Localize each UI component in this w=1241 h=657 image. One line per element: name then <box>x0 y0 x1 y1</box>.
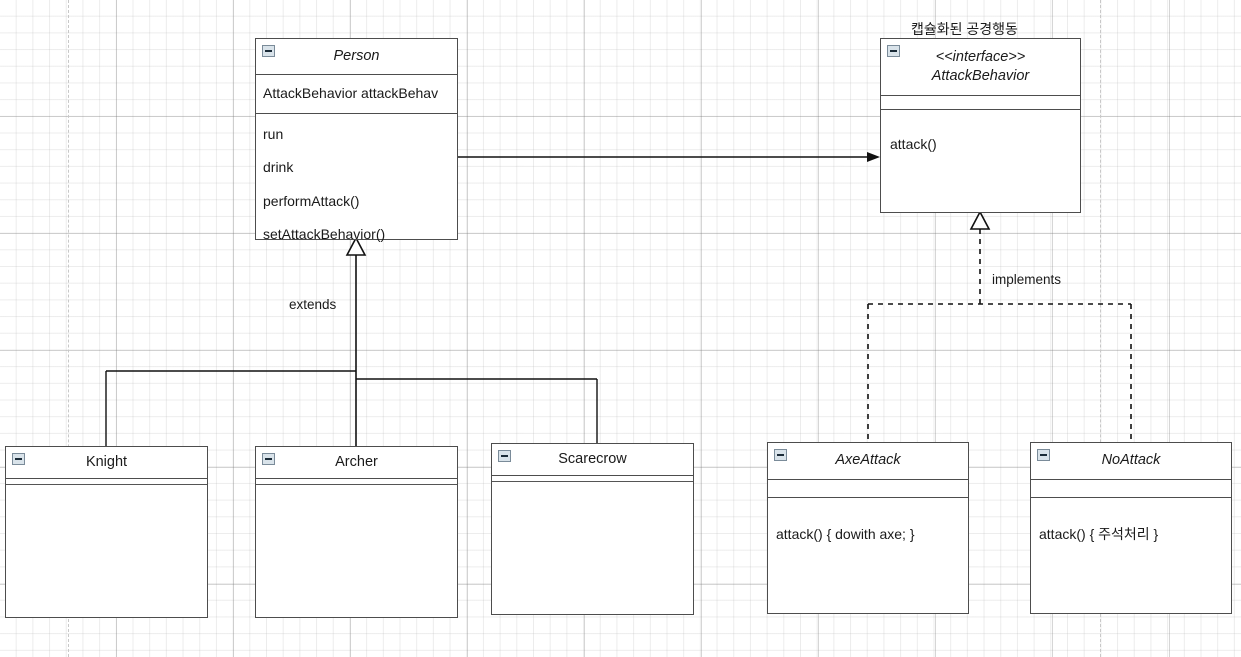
methods-compartment-axe-attack: attack() { dowith axe; } <box>768 498 968 548</box>
method-row: attack() { 주석처리 } <box>1039 526 1159 542</box>
collapse-icon[interactable] <box>262 453 275 465</box>
compartment-divider <box>768 479 968 480</box>
collapse-icon[interactable] <box>12 453 25 465</box>
method-row: drink <box>263 159 294 175</box>
compartment-divider <box>881 95 1080 96</box>
attribute-row: AttackBehavior attackBehav <box>263 85 439 101</box>
class-name-archer: Archer <box>335 453 378 470</box>
compartment-divider <box>492 481 693 482</box>
compartment-divider <box>881 109 1080 110</box>
class-name-knight: Knight <box>85 453 128 470</box>
collapse-icon[interactable] <box>774 449 787 461</box>
class-box-person[interactable]: Person AttackBehavior attackBehav run dr… <box>255 38 458 242</box>
stereotype-label: <<interface>> <box>935 48 1026 65</box>
collapse-icon[interactable] <box>498 450 511 462</box>
compartment-divider <box>256 484 457 485</box>
attributes-compartment-person: AttackBehavior attackBehav <box>256 75 457 113</box>
collapse-icon[interactable] <box>1037 449 1050 461</box>
method-row: setAttackBehavior() <box>263 226 386 242</box>
compartment-divider <box>768 497 968 498</box>
method-row: attack() { dowith axe; } <box>776 526 915 542</box>
methods-compartment-archer <box>256 485 457 493</box>
page-break-guide-right <box>1100 0 1101 657</box>
class-box-axe-attack[interactable]: AxeAttack attack() { dowith axe; } <box>767 442 969 614</box>
method-row: attack() <box>890 136 937 152</box>
class-name-scarecrow: Scarecrow <box>558 450 627 467</box>
methods-compartment-attack-behavior: attack() <box>881 110 1080 158</box>
compartment-divider <box>6 484 207 485</box>
methods-compartment-person: run drink performAttack() setAttackBehav… <box>256 114 457 248</box>
methods-compartment-no-attack: attack() { 주석처리 } <box>1031 498 1231 548</box>
class-name-no-attack: NoAttack <box>1101 452 1161 469</box>
class-name-person: Person <box>333 47 380 64</box>
compartment-divider <box>256 478 457 479</box>
class-name-axe-attack: AxeAttack <box>835 452 901 469</box>
attributes-compartment-attack-behavior <box>881 96 1080 109</box>
class-name-attack-behavior: AttackBehavior <box>931 68 1030 84</box>
compartment-divider <box>6 478 207 479</box>
method-row: run <box>263 125 284 142</box>
methods-compartment-knight <box>6 485 207 493</box>
class-box-knight[interactable]: Knight <box>5 446 208 618</box>
annotation-encapsulated-attack-behavior: 캡슐화된 공경행동 <box>911 21 1018 37</box>
compartment-divider <box>1031 497 1231 498</box>
compartment-divider <box>256 74 457 75</box>
attributes-compartment-axe-attack <box>768 480 968 497</box>
interface-header-attack-behavior: <<interface>> AttackBehavior <box>881 39 1080 95</box>
class-box-archer[interactable]: Archer <box>255 446 458 618</box>
compartment-divider <box>1031 479 1231 480</box>
collapse-icon[interactable] <box>887 45 900 57</box>
class-box-no-attack[interactable]: NoAttack attack() { 주석처리 } <box>1030 442 1232 614</box>
page-break-guide-left <box>68 0 69 657</box>
collapse-icon[interactable] <box>262 45 275 57</box>
relationship-label-implements: implements <box>992 272 1062 287</box>
methods-compartment-scarecrow <box>492 482 693 490</box>
relationship-label-extends: extends <box>289 297 337 312</box>
class-box-attack-behavior[interactable]: <<interface>> AttackBehavior attack() <box>880 38 1081 213</box>
class-box-scarecrow[interactable]: Scarecrow <box>491 443 694 615</box>
method-row: performAttack() <box>263 192 360 209</box>
association-person-to-attackbehavior <box>457 152 880 162</box>
realization-attacks-to-attackbehavior <box>867 210 1132 442</box>
compartment-divider <box>256 112 457 114</box>
compartment-divider <box>492 475 693 476</box>
generalization-subclasses-to-person <box>105 236 598 446</box>
attributes-compartment-no-attack <box>1031 480 1231 497</box>
